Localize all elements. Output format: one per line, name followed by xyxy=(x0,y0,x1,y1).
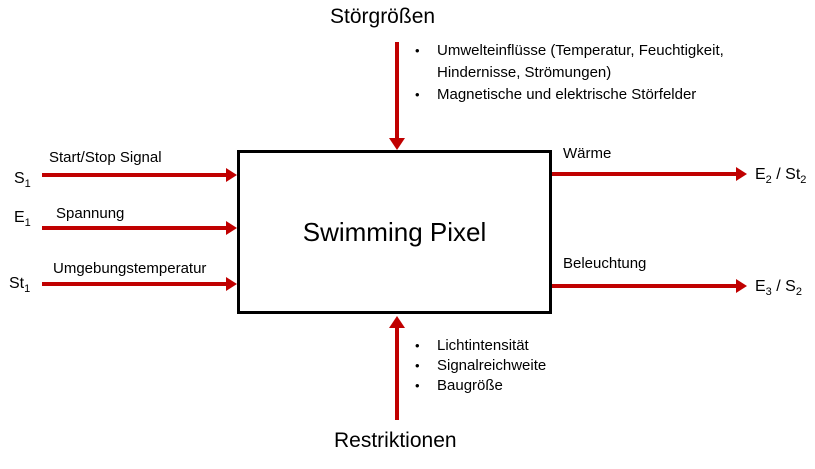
input-arrowhead-icon xyxy=(226,168,237,182)
disturbance-arrow-line xyxy=(395,42,399,138)
list-item: • Signalreichweite xyxy=(415,356,635,376)
input-arrow-line xyxy=(42,226,226,230)
output-arrowhead-icon xyxy=(736,279,747,293)
output-symbol: E2 / St2 xyxy=(755,166,807,187)
system-box-label: Swimming Pixel xyxy=(302,216,487,247)
restriction-bullet-text: Lichtintensität xyxy=(437,337,529,354)
restriction-bullet-text: Signalreichweite xyxy=(437,357,547,374)
input-symbol: S1 xyxy=(14,170,31,191)
input-arrowhead-icon xyxy=(226,277,237,291)
input-arrow-line xyxy=(42,173,226,177)
input-arrow-line xyxy=(42,282,226,286)
input-label: Start/Stop Signal xyxy=(49,149,162,166)
restrictions-bullet-list: • Lichtintensität • Signalreichweite • B… xyxy=(415,336,635,396)
output-arrow-line xyxy=(552,284,736,288)
bullet-icon: • xyxy=(415,87,420,102)
input-arrowhead-icon xyxy=(226,221,237,235)
bullet-icon: • xyxy=(415,378,420,393)
input-symbol: St1 xyxy=(9,275,31,296)
restriction-arrowhead-icon xyxy=(389,316,405,328)
output-label: Beleuchtung xyxy=(563,255,647,272)
input-label: Spannung xyxy=(56,205,125,222)
list-item: • Lichtintensität xyxy=(415,336,635,356)
list-item: • Umwelteinflüsse (Temperatur, Feuchtigk… xyxy=(415,40,783,84)
system-box: Swimming Pixel xyxy=(237,150,552,314)
list-item: • Magnetische und elektrische Störfelder xyxy=(415,84,783,106)
restrictions-title: Restriktionen xyxy=(334,429,457,452)
list-item: • Baugröße xyxy=(415,376,635,396)
disturbance-arrowhead-icon xyxy=(389,138,405,150)
restriction-arrow-line xyxy=(395,328,399,420)
disturbances-title: Störgrößen xyxy=(330,5,436,28)
bullet-icon: • xyxy=(415,43,420,58)
bullet-icon: • xyxy=(415,358,420,373)
restriction-bullet-text: Baugröße xyxy=(437,377,503,394)
output-label: Wärme xyxy=(563,145,612,162)
output-symbol: E3 / S2 xyxy=(755,278,802,299)
input-symbol: E1 xyxy=(14,209,31,230)
disturbance-bullet-text: Magnetische und elektrische Störfelder xyxy=(437,86,697,103)
disturbances-bullet-list: • Umwelteinflüsse (Temperatur, Feuchtigk… xyxy=(415,40,783,106)
output-arrowhead-icon xyxy=(736,167,747,181)
disturbance-bullet-text: Umwelteinflüsse (Temperatur, Feuchtigkei… xyxy=(437,42,724,81)
output-arrow-line xyxy=(552,172,736,176)
input-label: Umgebungstemperatur xyxy=(53,260,207,277)
bullet-icon: • xyxy=(415,338,420,353)
